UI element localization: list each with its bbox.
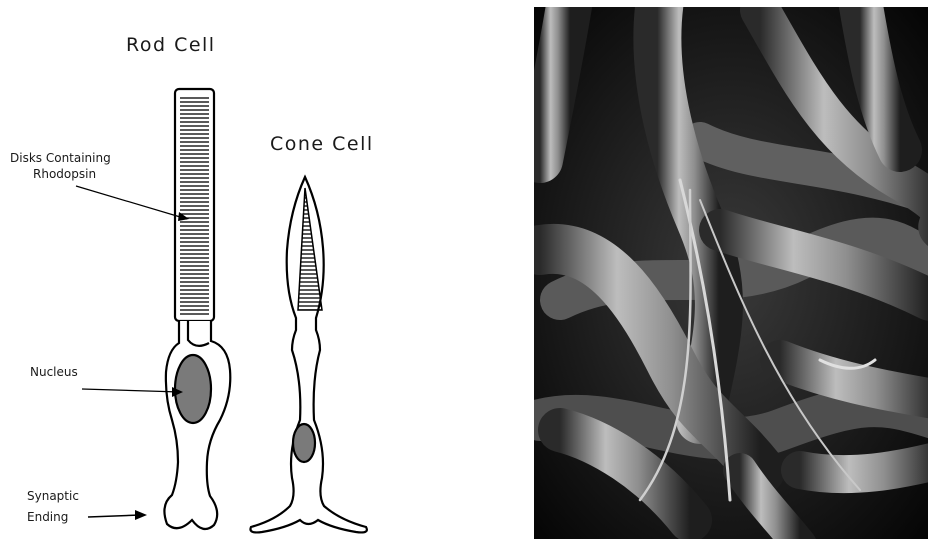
rod-cell-title: Rod Cell [126,34,216,56]
label-synaptic: Synaptic Ending [27,489,147,524]
rod-cone-diagram: Rod Cell Cone Cell Disks Containing Rhod… [10,34,374,532]
rod-cell [164,89,230,529]
disks-pointer-line [76,186,187,219]
strand [800,460,930,474]
synaptic-label-line2: Ending [27,510,68,524]
rod-disk-stack [180,96,209,316]
strand [540,0,570,160]
disks-label-line2: Rhodopsin [33,167,96,181]
synaptic-pointer-line [88,515,140,517]
cone-cell [250,177,366,532]
label-disks: Disks Containing Rhodopsin [10,151,189,221]
cone-nucleus [293,424,315,462]
disks-label-line1: Disks Containing [10,151,111,165]
rod-inner-body [164,321,230,529]
synaptic-arrowhead [135,510,147,520]
synaptic-label-line1: Synaptic [27,489,79,503]
cone-cell-title: Cone Cell [270,133,374,155]
sem-micrograph [534,0,930,541]
nucleus-label: Nucleus [30,365,78,379]
rod-nucleus [175,355,211,423]
label-nucleus: Nucleus [30,365,183,397]
